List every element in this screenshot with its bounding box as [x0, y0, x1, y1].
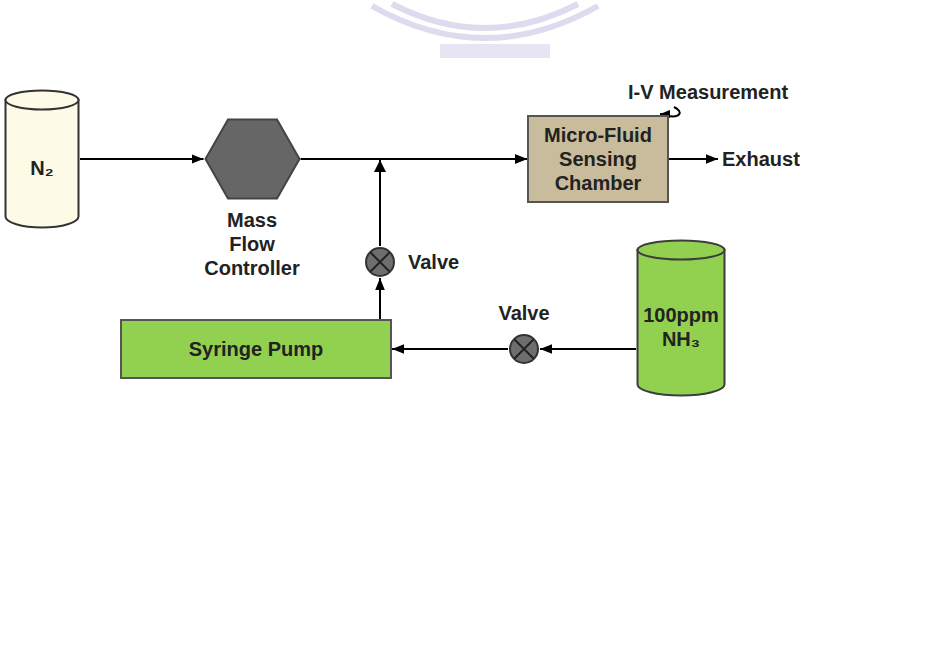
flow-arrow — [379, 278, 381, 319]
gas-cylinder: 100ppm NH₃ — [636, 239, 726, 397]
valve-cross — [515, 340, 534, 359]
cylinder-top — [638, 241, 725, 260]
flow-arrow — [80, 158, 204, 160]
syringe-pump: Syringe Pump — [120, 319, 392, 379]
node-text: N₂ — [30, 156, 53, 180]
gas-cylinder: N₂ — [4, 89, 80, 229]
sensing-chamber: Micro-Fluid Sensing Chamber — [527, 115, 669, 203]
node-text: Valve — [498, 301, 549, 325]
valve-symbol: Valve — [498, 301, 549, 365]
measurement-label: I-V Measurement — [628, 80, 788, 104]
node-text: Valve — [408, 250, 459, 274]
node-text: Syringe Pump — [189, 337, 323, 361]
valve-symbol: Valve — [364, 246, 459, 278]
node-text: Micro-Fluid Sensing Chamber — [537, 123, 659, 195]
valve-circle — [366, 248, 394, 276]
exhaust-label: Exhaust — [722, 147, 800, 171]
cylinder-body — [6, 100, 79, 228]
flow-controller: Mass Flow Controller — [204, 118, 301, 280]
valve-symbol — [364, 246, 396, 278]
valve-cross — [371, 253, 390, 272]
valve-symbol — [508, 333, 540, 365]
cylinder-body — [638, 250, 725, 396]
exhaust-arrow — [669, 158, 718, 160]
hexagon-shape — [205, 120, 299, 199]
watermark-arc — [392, 4, 578, 28]
node-text: 100ppm NH₃ — [641, 303, 721, 351]
flow-arrow — [540, 348, 636, 350]
flow-arrow — [392, 348, 508, 350]
watermark-bar — [440, 44, 550, 58]
node-text: Mass Flow Controller — [204, 208, 300, 280]
hexagon-outline — [204, 118, 301, 200]
watermark-logo — [372, 4, 598, 58]
flow-arrow — [380, 159, 527, 246]
valve-circle — [510, 335, 538, 363]
cylinder-top — [6, 91, 79, 110]
